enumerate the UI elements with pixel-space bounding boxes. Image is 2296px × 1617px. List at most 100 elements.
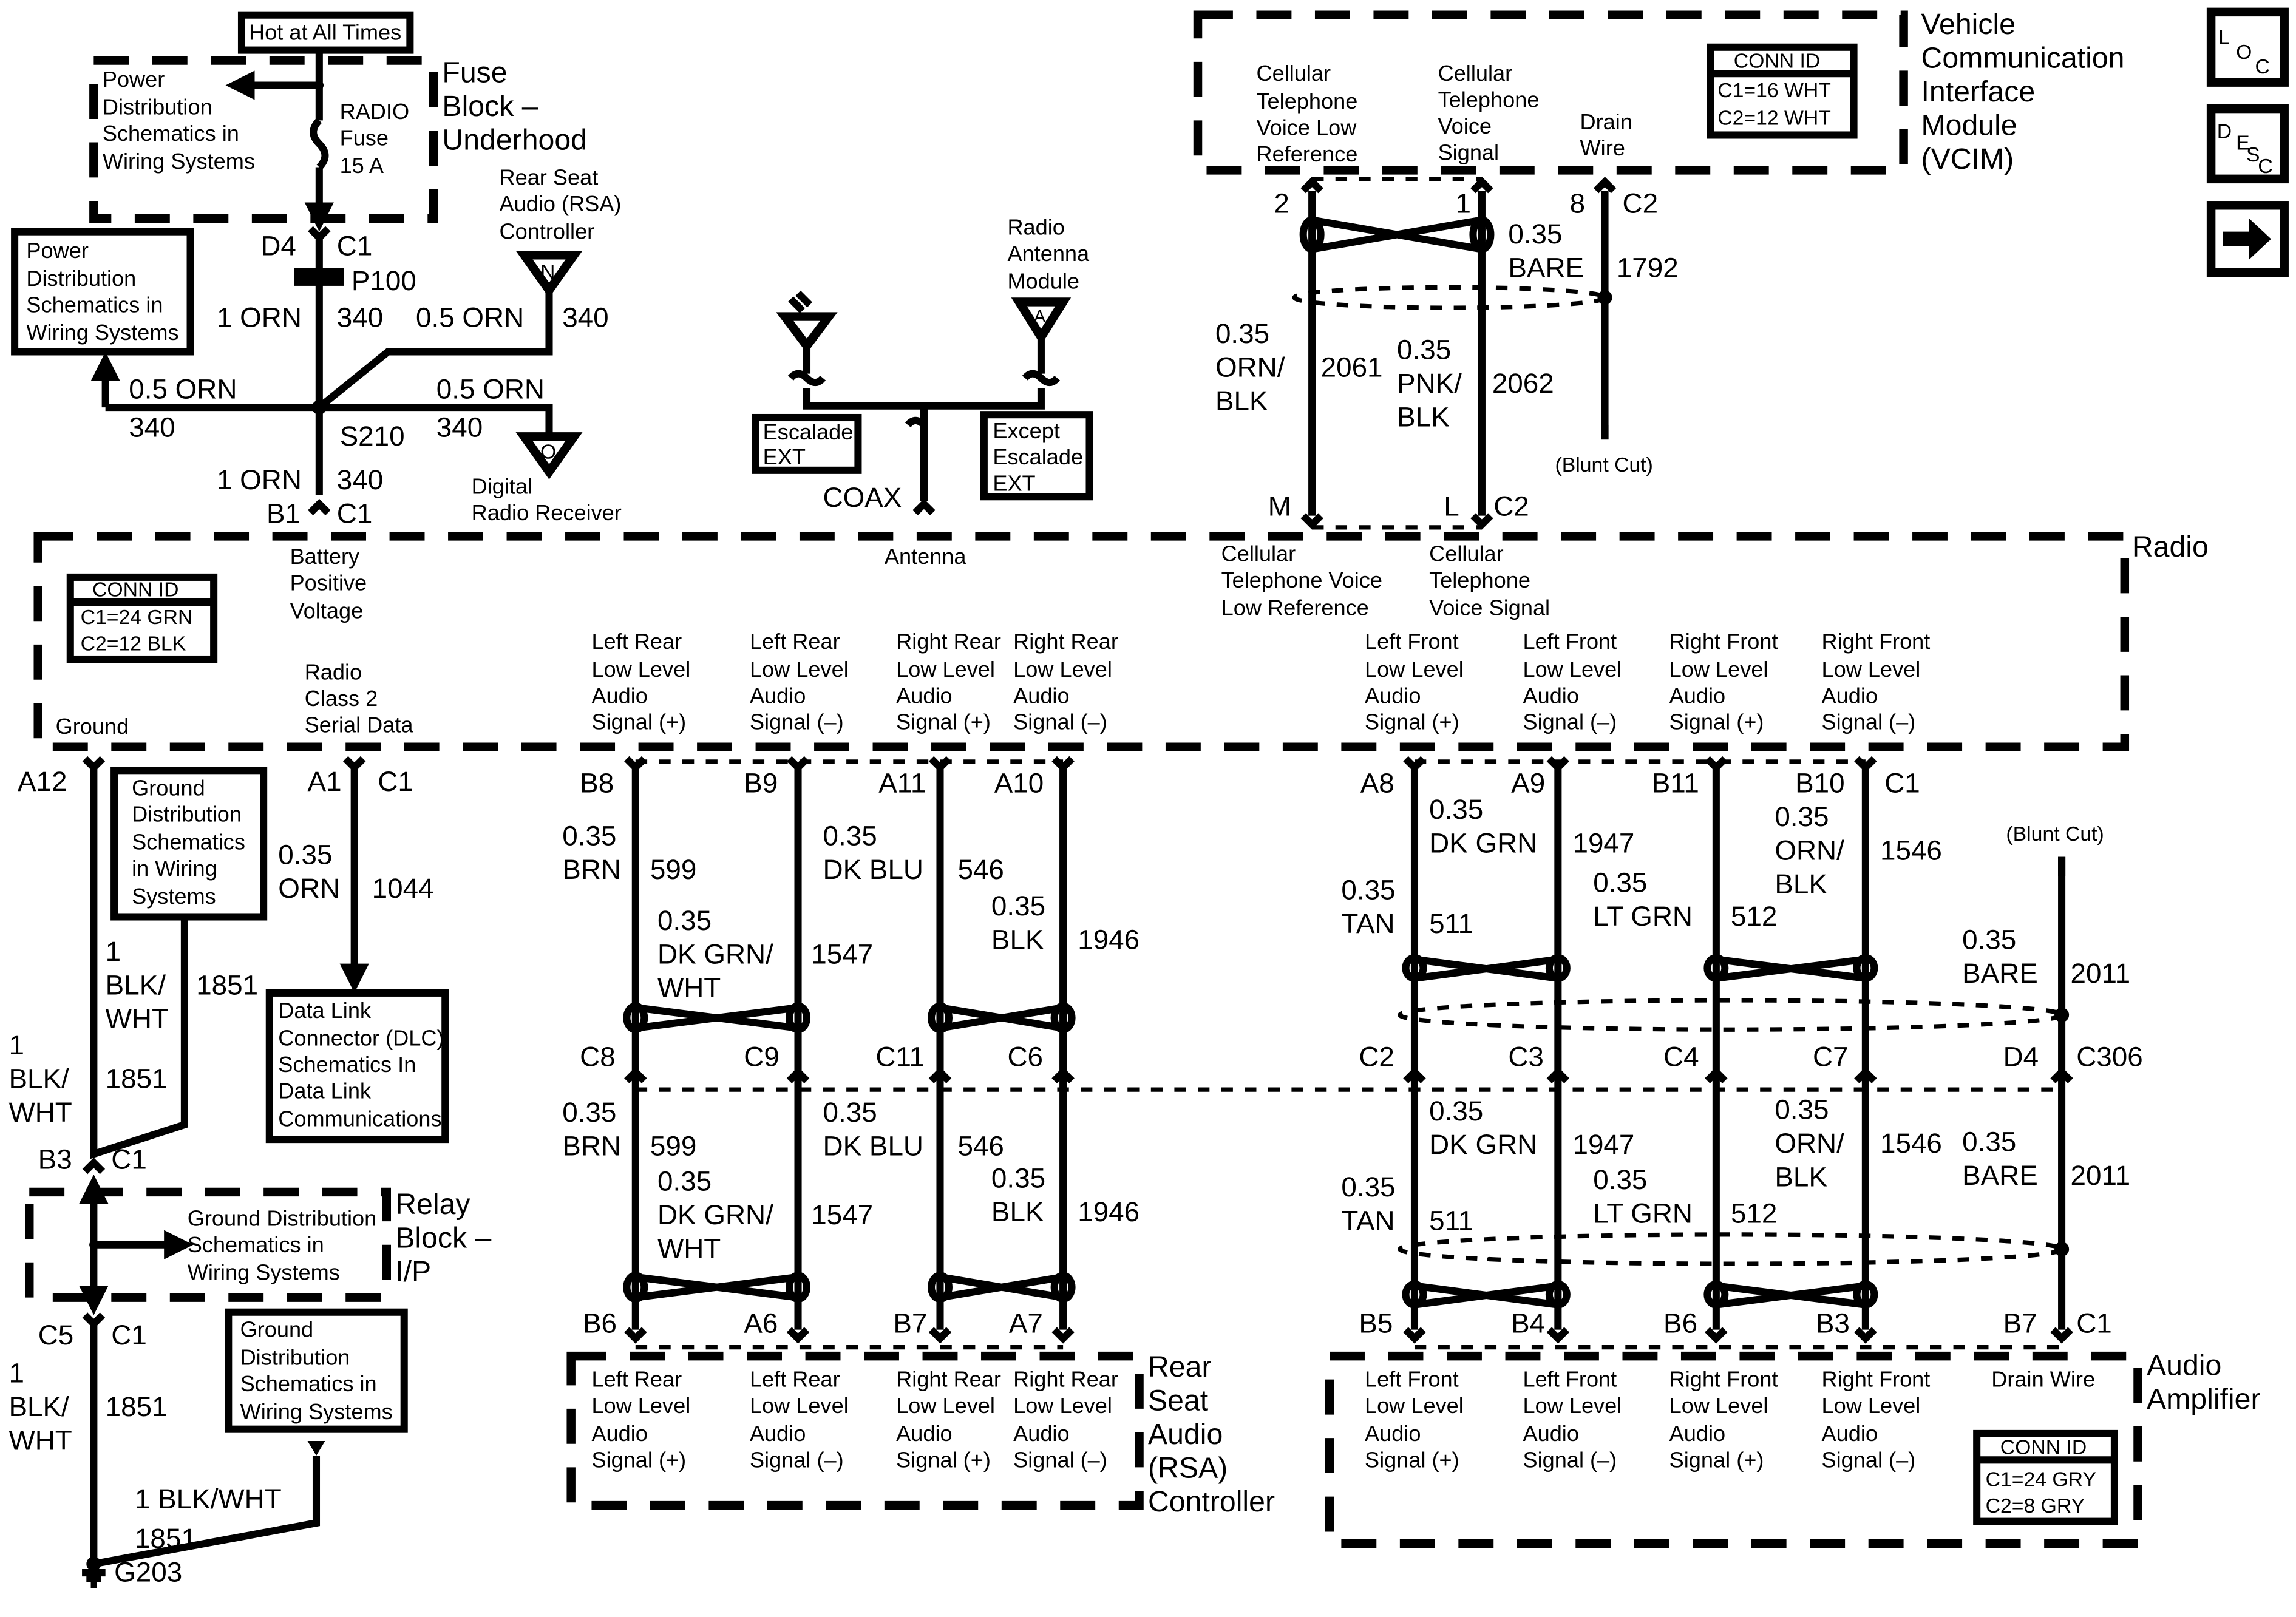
escalade-ext-box — [752, 413, 862, 474]
svg-text:C9: C9 — [744, 1042, 779, 1073]
drr-connector-triangle — [515, 432, 583, 480]
svg-text:Data Link Connector (DLC): Data Link Connector (DLC) Schematics In … — [278, 998, 450, 1131]
svg-text:Audio Amplifier: Audio Amplifier — [2147, 1349, 2261, 1415]
svg-text:1547: 1547 — [811, 1199, 873, 1230]
svg-text:Ground Distribution Sc: Ground Distribution Schematics in Wiring… — [240, 1317, 393, 1424]
svg-text:B3: B3 — [1816, 1307, 1850, 1338]
hot-at-all-times-box — [237, 11, 414, 54]
svg-text:1 ORN: 1 ORN — [217, 464, 302, 495]
svg-text:O: O — [2236, 41, 2252, 64]
svg-text:Except Escalade EXT: Except Escalade EXT — [993, 418, 1089, 496]
rsa-connector-triangle — [515, 251, 583, 298]
svg-text:511: 511 — [1429, 1205, 1473, 1236]
svg-text:Escalade EXT: Escalade EXT — [763, 419, 860, 469]
svg-text:P100: P100 — [352, 265, 416, 296]
desc-button[interactable]: D E S C — [2206, 104, 2289, 184]
svg-text:340: 340 — [129, 412, 175, 442]
svg-text:CONN ID C1=24 GRN C2=1: CONN ID C1=24 GRN C2=12 BLK — [81, 578, 199, 655]
svg-text:599: 599 — [650, 854, 696, 885]
svg-text:C5: C5 — [38, 1320, 74, 1351]
svg-text:2062: 2062 — [1492, 368, 1554, 399]
svg-text:CONN ID C1=24 GRY C2=8: CONN ID C1=24 GRY C2=8 GRY — [1986, 1436, 2102, 1517]
svg-text:0.35 BARE: 0.35 BARE — [1508, 219, 1584, 283]
svg-text:1946: 1946 — [1078, 924, 1140, 955]
svg-text:1851: 1851 — [106, 1391, 168, 1422]
vcim-conn-id-box — [1707, 43, 1858, 139]
svg-text:C11: C11 — [875, 1042, 925, 1073]
svg-text:Rear Seat Audio (R: Rear Seat Audio (RSA) Controller — [1148, 1351, 1275, 1518]
svg-text:1946: 1946 — [1078, 1196, 1140, 1227]
dlc-box — [265, 989, 449, 1144]
audio-amplifier-box — [1325, 1351, 2142, 1548]
svg-text:C1: C1 — [111, 1320, 147, 1351]
svg-text:S: S — [2246, 143, 2260, 166]
svg-text:1547: 1547 — [811, 939, 873, 970]
svg-text:Battery Positive Volta: Battery Positive Voltage Radio Class 2 S… — [56, 541, 1550, 739]
svg-text:B6: B6 — [1663, 1307, 1697, 1338]
svg-text:B10: B10 — [1795, 767, 1845, 798]
except-escalade-box — [980, 411, 1093, 501]
svg-text:C2: C2 — [1493, 491, 1529, 522]
svg-text:C1: C1 — [2076, 1307, 2112, 1338]
svg-text:B11: B11 — [1652, 767, 1699, 798]
svg-text:1851: 1851 — [196, 969, 258, 1000]
svg-text:B9: B9 — [744, 767, 778, 798]
svg-text:A10: A10 — [994, 767, 1044, 798]
relay-block-box — [25, 1187, 392, 1302]
svg-text:D4: D4 — [2003, 1042, 2039, 1073]
svg-text:Power Distribution Sch: Power Distribution Schematics in Wiring … — [103, 67, 255, 174]
svg-text:0.5 ORN: 0.5 ORN — [436, 374, 545, 405]
svg-text:C1: C1 — [337, 498, 373, 529]
svg-text:0.5 ORN: 0.5 ORN — [416, 302, 524, 333]
svg-text:B7: B7 — [893, 1307, 927, 1338]
svg-text:N: N — [540, 260, 555, 283]
svg-text:2011: 2011 — [2071, 1160, 2131, 1191]
svg-text:2: 2 — [1274, 188, 1289, 219]
svg-text:M: M — [1268, 491, 1291, 522]
svg-text:Ground Distribution Sc: Ground Distribution Schematics in Wiring… — [132, 775, 251, 908]
svg-text:A9: A9 — [1511, 767, 1545, 798]
svg-text:C: C — [2258, 155, 2272, 178]
svg-text:340: 340 — [337, 302, 383, 333]
svg-text:Radio Antenna Module: Radio Antenna Module — [1007, 215, 1095, 294]
svg-text:B1: B1 — [267, 498, 301, 529]
svg-text:1851: 1851 — [135, 1523, 197, 1554]
svg-text:B7: B7 — [2003, 1307, 2037, 1338]
svg-text:Rear Seat Audio (RSA): Rear Seat Audio (RSA) Controller — [499, 164, 627, 243]
ground-icon — [82, 1569, 106, 1588]
svg-text:G203: G203 — [114, 1557, 182, 1588]
svg-text:1851: 1851 — [106, 1063, 168, 1094]
svg-text:A: A — [1034, 307, 1046, 327]
antenna-escalade-icon — [776, 312, 838, 353]
svg-text:Fuse Block – Underhood: Fuse Block – Underhood — [442, 56, 587, 157]
rsa-controller-box — [566, 1351, 1144, 1510]
svg-text:340: 340 — [562, 302, 608, 333]
svg-text:L: L — [1444, 491, 1459, 522]
fuse-block-box — [89, 56, 438, 223]
fuse-icon — [310, 118, 329, 170]
svg-text:C6: C6 — [1007, 1042, 1043, 1073]
svg-text:A8: A8 — [1360, 767, 1394, 798]
next-button[interactable] — [2206, 201, 2289, 277]
ground-distribution-box-3 — [225, 1308, 408, 1433]
svg-text:C1: C1 — [378, 766, 413, 797]
svg-text:1 BLK/ WHT: 1 BLK/ WHT — [8, 1358, 76, 1456]
svg-text:RADIO Fuse 15 A: RADIO Fuse 15 A — [340, 99, 416, 178]
svg-text:511: 511 — [1429, 908, 1473, 939]
svg-text:A1: A1 — [308, 766, 342, 797]
svg-text:B5: B5 — [1359, 1307, 1393, 1338]
svg-text:B3: B3 — [38, 1144, 72, 1175]
svg-text:CONN ID C1=16 WHT C2=1: CONN ID C1=16 WHT C2=12 WHT — [1717, 50, 1836, 130]
loc-button[interactable]: L O C — [2206, 7, 2289, 87]
